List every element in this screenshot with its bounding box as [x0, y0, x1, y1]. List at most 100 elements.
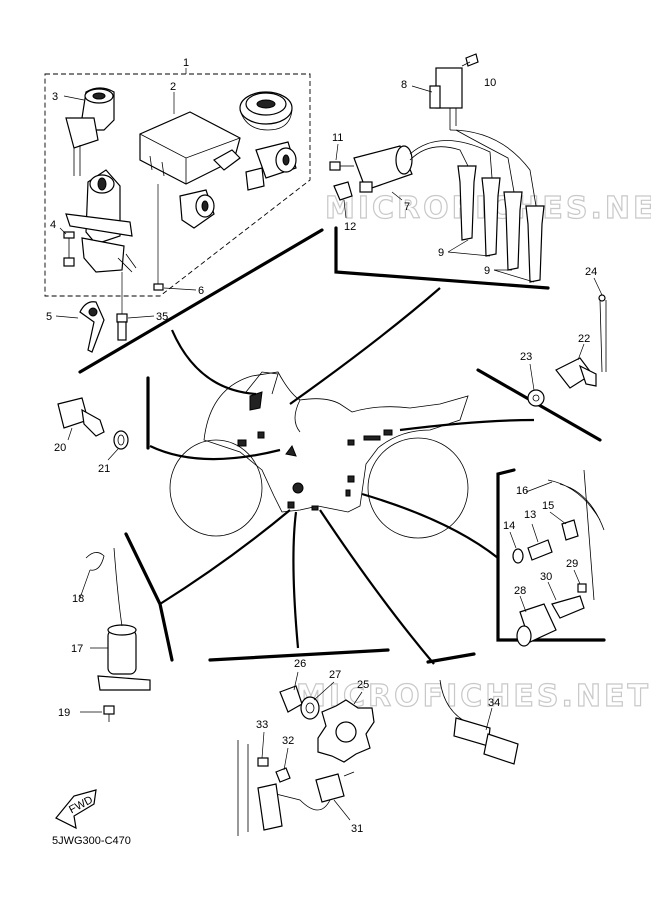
marker-f [383, 429, 393, 436]
washer-21-part [113, 430, 129, 450]
lead-29 [573, 569, 581, 585]
ht-wire-3 [455, 129, 515, 193]
part-number-14: 14 [503, 520, 515, 532]
ecu-connector [213, 149, 241, 171]
part-number-32: 32 [282, 735, 294, 747]
marker-h [345, 489, 351, 497]
lead-5 [55, 315, 79, 319]
part-number-6: 6 [198, 285, 204, 297]
washer-23-part [527, 389, 545, 407]
front-wheel [169, 439, 263, 537]
lead-30 [547, 581, 557, 601]
lead-9b [447, 251, 491, 257]
marker-b [257, 431, 265, 439]
lead-33 [261, 731, 265, 759]
link-34 [319, 509, 435, 665]
lead-24 [593, 277, 603, 296]
fuel-cap-rim [239, 109, 293, 131]
connection-lines [78, 226, 606, 665]
lead-26 [293, 671, 299, 691]
marker-a [237, 439, 247, 447]
steering-lock-plate [65, 213, 133, 237]
marker-k [311, 505, 319, 511]
lead-21 [107, 448, 119, 461]
lead-7 [391, 191, 403, 201]
ecu-edges [139, 133, 241, 184]
part-number-8: 8 [401, 79, 407, 91]
lead-32 [283, 747, 289, 771]
lead-3 [63, 95, 85, 101]
marker-j [287, 501, 295, 509]
main-switch-keyhole [92, 92, 106, 100]
part-number-35: 35 [156, 311, 168, 323]
fwd-arrow-icon [55, 789, 97, 830]
part-number-26: 26 [294, 658, 306, 670]
bike-windscreen [245, 371, 279, 395]
bolt-35-head [116, 313, 128, 323]
washer-27-hole [305, 702, 315, 714]
part-number-19: 19 [58, 707, 70, 719]
sensor-31-lead [343, 771, 355, 777]
marker-lock [249, 391, 263, 411]
part-number-12: 12 [344, 221, 356, 233]
solenoid-17-wire [113, 547, 123, 627]
solenoid-17-top [107, 624, 137, 636]
tie-24-strap [599, 299, 607, 373]
lead-22 [577, 343, 585, 361]
part-number-9b: 9 [484, 265, 490, 277]
solenoid-17-group [79, 547, 151, 722]
part-number-27: 27 [329, 669, 341, 681]
tie-24-head [598, 294, 606, 302]
lead-9d [493, 269, 535, 283]
sensor-22-group [527, 277, 607, 407]
part-number-11: 11 [332, 132, 343, 144]
lead-27 [313, 681, 335, 701]
sensor-15-part [561, 519, 579, 541]
ecu-tabs [149, 155, 165, 177]
bolt-19-head [103, 705, 115, 715]
washer-23-hole [532, 394, 540, 402]
bolt-35-shaft [117, 321, 127, 341]
bracket-34 [426, 652, 476, 664]
clip-18-part [85, 552, 105, 571]
part-number-9a: 9 [438, 247, 444, 259]
key-part [79, 301, 105, 353]
marker-d [347, 439, 355, 446]
link-22 [399, 418, 535, 432]
part-number-23: 23 [520, 351, 532, 363]
steering-lock-base [81, 237, 125, 273]
lead-20 [67, 427, 73, 441]
link-26 [292, 511, 300, 649]
lead-25 [353, 691, 363, 705]
bolt-10-part [465, 53, 479, 67]
seat-lock-lever [245, 167, 265, 191]
plug-cap-2 [481, 177, 501, 257]
bolt-33-part [257, 757, 269, 767]
part-number-18: 18 [72, 593, 84, 605]
o2-sensor-body [453, 717, 491, 747]
marker-c [285, 444, 297, 457]
link-20 [149, 445, 281, 461]
clamp-12-part [333, 181, 353, 201]
bracket-coils [334, 226, 550, 290]
part-number-28: 28 [514, 585, 526, 597]
lead-18 [79, 569, 91, 599]
sensor-31-part [315, 773, 345, 803]
link-17 [159, 509, 291, 605]
coil-8-leads [449, 108, 457, 130]
motorcycle-outline [169, 371, 469, 539]
marker-g [347, 475, 355, 483]
connector-31-part [257, 783, 283, 831]
bolt-11-head [329, 161, 341, 171]
clamp-30-part [551, 595, 585, 619]
part-number-22: 22 [578, 333, 590, 345]
wire-31-left [237, 740, 249, 836]
part-number-10: 10 [484, 77, 496, 89]
bolt-29-part [577, 583, 587, 593]
lead-23 [529, 363, 535, 391]
sensor-22-connector [578, 364, 597, 387]
part-number-33: 33 [256, 719, 268, 731]
part-number-2: 2 [170, 81, 176, 93]
bracket-lock-set [78, 228, 324, 374]
